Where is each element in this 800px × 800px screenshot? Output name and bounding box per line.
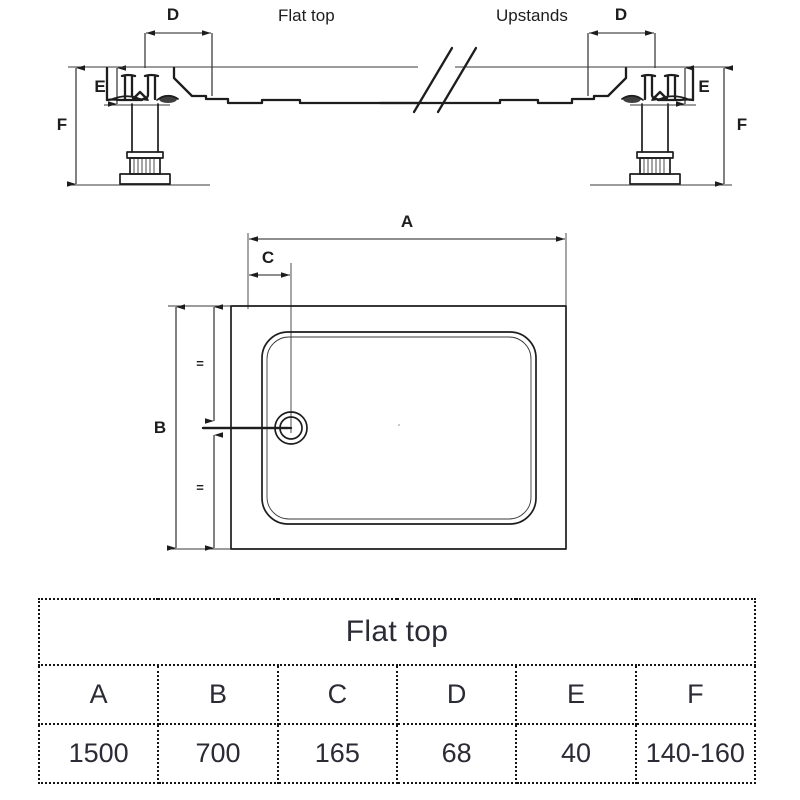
dimension-a-label: A (401, 212, 413, 231)
table-value-a: 1500 (37, 723, 160, 784)
dimension-d-left: D (144, 5, 213, 96)
table-header-c: C (276, 664, 398, 725)
dimension-b: B (154, 304, 185, 551)
table-row-title: Flat top (38, 598, 756, 666)
dimension-b-label: B (154, 418, 166, 437)
table-title: Flat top (38, 598, 756, 666)
table-header-b: B (157, 664, 279, 725)
table-header-e: E (515, 664, 637, 725)
dimension-d-right: D (587, 5, 656, 96)
centre-mark (398, 424, 400, 426)
leg-mount-detail-left (109, 73, 179, 103)
profile-left-underside (105, 98, 144, 102)
dimension-c: C (249, 248, 292, 433)
dimension-c-label: C (262, 248, 274, 267)
plan-view: A C B = = (154, 212, 567, 551)
profile-left-step (172, 66, 252, 105)
dimension-a: A (249, 212, 565, 242)
dimension-e-left-label: E (94, 77, 105, 96)
equal-mark-upper: = (196, 356, 204, 371)
dimension-f-left-label: F (57, 115, 67, 134)
profile-right-slab (378, 98, 552, 105)
table-value-f: 140-160 (634, 723, 757, 784)
specification-table: Flat top A B C D E F 1500 700 165 68 40 … (37, 598, 757, 784)
table-header-a: A (37, 664, 160, 725)
table-header-f: F (634, 664, 757, 725)
dimension-d-left-label: D (167, 5, 179, 24)
dimension-d-right-label: D (615, 5, 627, 24)
label-upstands: Upstands (496, 6, 568, 25)
adjustable-leg-right (629, 103, 681, 185)
table-row-headers: A B C D E F (37, 664, 757, 725)
label-flat-top: Flat top (278, 6, 335, 25)
break-lines (412, 46, 478, 114)
section-view: Flat top Upstands D F E (57, 5, 747, 187)
table-value-b: 700 (157, 723, 279, 784)
dimension-f-right: F (715, 65, 747, 187)
leg-mount-detail-right (621, 73, 691, 103)
equal-mark-lower: = (196, 480, 204, 495)
dimension-e-right: E (676, 65, 710, 107)
tray-inner-outline (261, 331, 537, 525)
table-row-values: 1500 700 165 68 40 140-160 (37, 723, 757, 784)
dimension-f-right-label: F (737, 115, 747, 134)
dimension-e-right-label: E (698, 77, 709, 96)
table-value-c: 165 (276, 723, 398, 784)
adjustable-leg-left (119, 103, 171, 185)
table-value-d: 68 (395, 723, 518, 784)
table-header-d: D (395, 664, 518, 725)
dimension-f-left: F (57, 65, 85, 187)
profile-right-step (548, 66, 628, 105)
profile-left-slab (248, 98, 422, 105)
table-value-e: 40 (515, 723, 637, 784)
dimension-b-equal-halves: = = (196, 304, 223, 551)
